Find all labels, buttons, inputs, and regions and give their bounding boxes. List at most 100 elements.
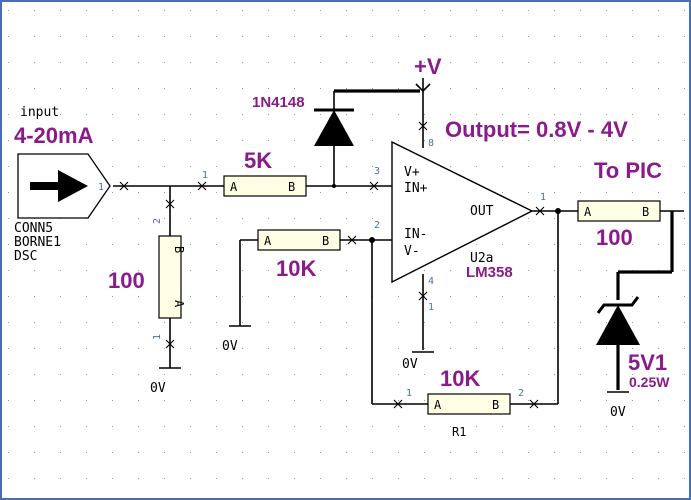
grid-dot xyxy=(424,296,425,297)
grid-dot xyxy=(34,88,35,89)
grid-dot xyxy=(398,322,399,323)
grid-dot xyxy=(60,296,61,297)
grid-dot xyxy=(606,166,607,167)
grid-dot xyxy=(190,296,191,297)
wires xyxy=(113,78,684,405)
grid-dot xyxy=(346,88,347,89)
grid-dot xyxy=(658,296,659,297)
grid-dot xyxy=(138,36,139,37)
grid-dot xyxy=(294,166,295,167)
grid-dot xyxy=(268,478,269,479)
resistor-r1-feedback xyxy=(427,393,511,415)
grid-dot xyxy=(476,140,477,141)
grid-dot xyxy=(60,400,61,401)
grid-dot xyxy=(138,166,139,167)
input-range-label: 4-20mA xyxy=(14,123,94,148)
opamp-inn: IN- xyxy=(404,227,427,242)
grid-dot xyxy=(580,270,581,271)
grid-dot xyxy=(320,348,321,349)
grid-dot xyxy=(8,374,9,375)
grid-dot xyxy=(424,10,425,11)
grid-dot xyxy=(112,452,113,453)
grid-dot xyxy=(138,478,139,479)
grid-dot xyxy=(164,88,165,89)
grid-dot xyxy=(372,10,373,11)
grid-dot xyxy=(8,88,9,89)
r-10k-mid-pin-b: B xyxy=(322,234,329,248)
grid-dot xyxy=(554,478,555,479)
grid-dot xyxy=(632,192,633,193)
grid-dot xyxy=(190,400,191,401)
grid-dot xyxy=(658,10,659,11)
grid-dot xyxy=(138,192,139,193)
grid-dot xyxy=(684,36,685,37)
grid-dot xyxy=(606,400,607,401)
grid-dot xyxy=(658,88,659,89)
grid-dot xyxy=(528,400,529,401)
grid-dot xyxy=(372,114,373,115)
grid-dot xyxy=(190,140,191,141)
grid-dot xyxy=(60,36,61,37)
r-100-left-pin-b: B xyxy=(172,246,186,253)
r1-pin-a: A xyxy=(434,398,442,412)
grid-dot xyxy=(112,192,113,193)
grid-dot xyxy=(502,452,503,453)
grid-dot xyxy=(580,374,581,375)
grid-dot xyxy=(320,426,321,427)
pin-opamp-out-1: 1 xyxy=(540,192,546,203)
grid-dot xyxy=(372,426,373,427)
grid-dot xyxy=(580,478,581,479)
grid-dot xyxy=(216,114,217,115)
grid-dot xyxy=(320,166,321,167)
grid-dot xyxy=(580,322,581,323)
grid-dot xyxy=(242,478,243,479)
grid-dot xyxy=(476,452,477,453)
grid-dot xyxy=(34,114,35,115)
grid-dot xyxy=(580,244,581,245)
grid-dot xyxy=(632,114,633,115)
grid-dot xyxy=(632,166,633,167)
grid-dot xyxy=(580,140,581,141)
grid-dot xyxy=(138,62,139,63)
grid-dot xyxy=(268,348,269,349)
output-range-label: Output= 0.8V - 4V xyxy=(445,117,628,142)
pin-opamp-3: 3 xyxy=(374,166,380,177)
grid-dot xyxy=(164,400,165,401)
grid-dot xyxy=(606,114,607,115)
grid-dot xyxy=(34,322,35,323)
grid-dot xyxy=(632,478,633,479)
grid-dot xyxy=(60,452,61,453)
grid-dot xyxy=(268,36,269,37)
grid-dot xyxy=(268,166,269,167)
grid-dot xyxy=(34,62,35,63)
grid-dot xyxy=(476,62,477,63)
grid-dot xyxy=(502,88,503,89)
grid-dot xyxy=(580,166,581,167)
grid-dot xyxy=(632,36,633,37)
opamp-part: LM358 xyxy=(466,264,513,281)
grid-dot xyxy=(424,374,425,375)
grid-dot xyxy=(34,10,35,11)
gnd-label-opamp: 0V xyxy=(402,357,418,372)
grid-dot xyxy=(216,244,217,245)
grid-dot xyxy=(86,244,87,245)
grid-dot xyxy=(476,270,477,271)
r-5k-pin-a: A xyxy=(230,180,238,194)
grid-dot xyxy=(398,452,399,453)
grid-dot xyxy=(554,62,555,63)
grid-dot xyxy=(580,452,581,453)
grid-dot xyxy=(242,10,243,11)
grid-dot xyxy=(294,88,295,89)
grid-dot xyxy=(424,270,425,271)
grid-dot xyxy=(60,270,61,271)
grid-dot xyxy=(164,322,165,323)
grid-dot xyxy=(684,192,685,193)
grid-dot xyxy=(34,478,35,479)
grid-dot xyxy=(86,296,87,297)
grid-dot xyxy=(606,244,607,245)
grid-dot xyxy=(138,270,139,271)
grid-dot xyxy=(268,426,269,427)
grid-dot xyxy=(554,296,555,297)
grid-dot xyxy=(476,426,477,427)
grid-dot xyxy=(398,426,399,427)
